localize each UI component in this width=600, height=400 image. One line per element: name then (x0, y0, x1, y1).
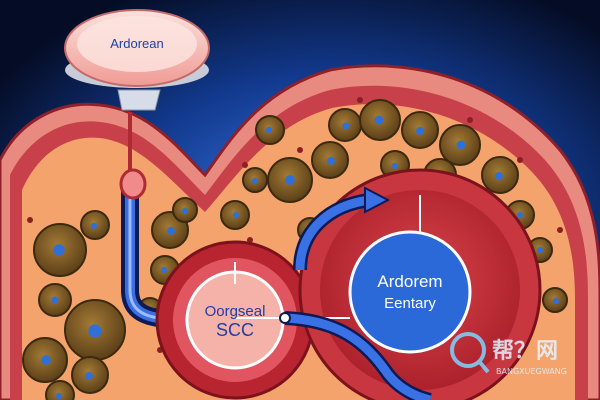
tissue-speck (247, 237, 253, 243)
cell-nucleus (90, 222, 98, 230)
cell-nucleus (285, 175, 295, 185)
cell-nucleus (53, 244, 65, 256)
watermark: 帮？网 BANGXUEGWANG (450, 332, 567, 376)
cell-nucleus (88, 324, 102, 338)
flow-arrows (279, 186, 432, 400)
cell-nucleus (495, 172, 503, 180)
tissue-speck (517, 157, 523, 163)
callout-connector (119, 112, 147, 200)
tissue-speck (242, 162, 248, 168)
cell-nucleus (456, 140, 466, 150)
cell-nucleus (537, 247, 543, 253)
tissue-speck (297, 147, 303, 153)
cell-nucleus (55, 392, 63, 400)
right-circle-label-line1: Ardorem (377, 272, 442, 291)
cell-nucleus (252, 178, 258, 184)
cell-nucleus (51, 296, 59, 304)
left-structure (155, 240, 315, 400)
cell-nucleus (416, 127, 424, 135)
left-circle-label-line1: Oorgseal (205, 303, 266, 320)
right-structure (236, 168, 542, 400)
cell-nucleus (167, 227, 175, 235)
cell-nucleus (85, 372, 93, 380)
cell-nucleus (391, 162, 399, 170)
top-callout-label: Ardorean (110, 36, 163, 51)
cell-nucleus (182, 208, 188, 214)
cell-nucleus (342, 122, 350, 130)
watermark-sub-text: BANGXUEGWANG (496, 367, 567, 376)
cell-nucleus (516, 211, 524, 219)
tissue-speck (557, 227, 563, 233)
top-callout: Ardorean (64, 9, 210, 111)
cell-nucleus (327, 157, 335, 165)
right-circle-label-line2: Eentary (384, 295, 436, 312)
watermark-main-text: 帮？网 (492, 338, 558, 364)
tissue-speck (27, 217, 33, 223)
watermark-logo-icon (450, 332, 486, 368)
cell-nucleus (553, 298, 559, 304)
cell-nucleus (374, 115, 384, 125)
cell-nucleus (41, 355, 51, 365)
tissue-speck (357, 97, 363, 103)
cell-nucleus (160, 266, 168, 274)
cell-nucleus (265, 126, 273, 134)
cell-nucleus (232, 211, 240, 219)
left-circle-label-line2: SCC (216, 320, 254, 340)
tissue-speck (467, 117, 473, 123)
